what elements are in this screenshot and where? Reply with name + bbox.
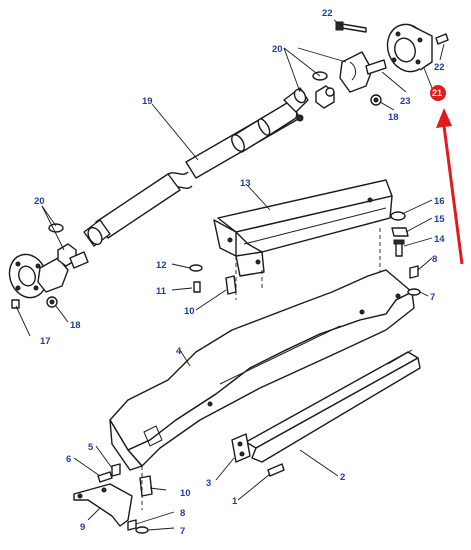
callout-10-bottom: 10 <box>180 488 191 499</box>
callout-1: 1 <box>232 496 238 507</box>
callout-7-bottom: 7 <box>180 526 185 537</box>
callout-5: 5 <box>88 442 94 453</box>
callout-16: 16 <box>434 196 445 207</box>
rail <box>245 349 421 463</box>
callout-13: 13 <box>240 178 251 189</box>
main-beam <box>109 269 415 471</box>
callout-21-highlight <box>430 85 446 101</box>
callout-21[interactable]: 21 <box>432 88 442 98</box>
callout-18-bottom: 18 <box>70 320 81 331</box>
support-bracket <box>213 179 393 300</box>
callout-3: 3 <box>206 478 211 489</box>
callout-20-top: 20 <box>272 44 283 55</box>
hardware <box>73 211 421 534</box>
callout-11: 11 <box>156 286 167 297</box>
callout-6: 6 <box>66 454 71 465</box>
callout-17: 17 <box>40 336 51 347</box>
callout-2: 2 <box>340 472 345 483</box>
callout-9: 9 <box>80 522 85 533</box>
callout-14: 14 <box>434 234 445 245</box>
callout-4: 4 <box>176 346 182 357</box>
leader-lines <box>15 19 445 531</box>
callout-7-top: 7 <box>430 292 435 303</box>
callout-22-right: 22 <box>434 62 445 73</box>
callout-12: 12 <box>156 260 167 271</box>
callout-19: 19 <box>142 96 153 107</box>
callout-22-top: 22 <box>322 8 333 19</box>
bottom-yoke-assembly <box>8 223 89 309</box>
callout-20-bottom: 20 <box>34 196 45 207</box>
callouts: 22 22 21 20 23 19 18 20 13 16 15 14 12 1… <box>34 8 446 537</box>
callout-23: 23 <box>400 96 411 107</box>
callout-10-top: 10 <box>184 306 195 317</box>
highlight-arrow <box>436 108 464 265</box>
callout-15: 15 <box>434 214 445 225</box>
callout-8-top: 8 <box>432 254 437 265</box>
propshaft <box>83 87 309 247</box>
callout-18-top: 18 <box>388 112 399 123</box>
callout-8-bottom: 8 <box>180 508 185 519</box>
top-yoke-assembly <box>312 21 449 109</box>
